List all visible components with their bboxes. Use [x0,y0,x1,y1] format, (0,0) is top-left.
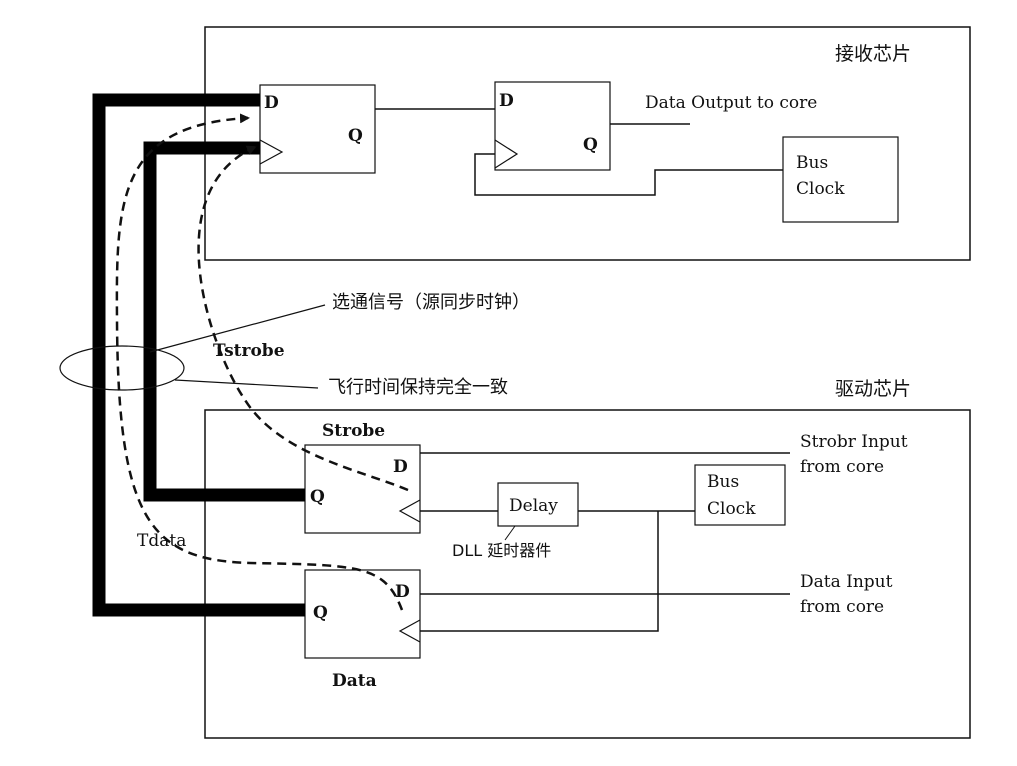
flight-time-leader [174,379,319,389]
receiver-chip-title: 接收芯片 [835,43,911,65]
strobe-ff [304,444,421,534]
strobe-ff-clock-triangle [398,499,421,523]
tstrobe-dashed-path [197,145,409,492]
strobe-trace-thick [143,141,305,502]
strobe-ff-d-pin: D [393,457,408,477]
receiver-ff2-clock-triangle [494,139,519,169]
driver-bus-clock-box [694,464,786,526]
data-ff-clock-triangle [398,619,421,643]
strobe-ff-label: Strobe [322,421,385,441]
tdata-label: Tdata [137,531,186,551]
flight-time-ellipse [59,345,185,391]
receiver-clock-wire [474,153,783,196]
receiver-ff1-q-pin: Q [348,126,363,146]
strobe-input-line2: from core [800,457,884,477]
driver-bus-clock-line1: Bus [707,472,739,492]
busclock-to-data-clock-wire [420,511,659,632]
receiver-ff2 [494,81,611,171]
dll-label: DLL 延时器件 [452,541,551,560]
data-trace-thick [92,93,305,617]
data-input-line2: from core [800,597,884,617]
receiver-bus-clock-line2: Clock [796,179,845,199]
driver-chip-box [204,409,971,739]
dll-label-leader [504,525,516,541]
receiver-data-output-label: Data Output to core [645,93,817,113]
flight-time-annotation: 飞行时间保持完全一致 [328,377,508,398]
strobe-signal-annotation: 选通信号（源同步时钟） [332,292,530,313]
delay-label: Delay [509,496,558,516]
data-input-line1: Data Input [800,572,893,592]
driver-bus-clock-line2: Clock [707,499,756,519]
tdata-dashed-path [115,113,404,611]
receiver-ff1 [259,84,376,174]
driver-chip-title: 驱动芯片 [835,378,911,400]
receiver-ff1-clock-triangle [259,139,284,165]
data-ff-q-pin: Q [313,603,328,623]
strobe-input-line1: Strobr Input [800,432,908,452]
data-ff-d-pin: D [395,582,410,602]
receiver-bus-clock-line1: Bus [796,153,828,173]
data-ff-label: Data [332,671,377,691]
delay-box [497,482,579,527]
data-ff [304,569,421,659]
receiver-ff1-d-pin: D [264,93,279,113]
receiver-bus-clock-box [782,136,899,223]
tstrobe-label: Tstrobe [213,341,285,361]
receiver-ff2-d-pin: D [499,91,514,111]
strobe-signal-leader [149,304,326,353]
receiver-ff2-q-pin: Q [583,135,598,155]
strobe-ff-q-pin: Q [310,487,325,507]
